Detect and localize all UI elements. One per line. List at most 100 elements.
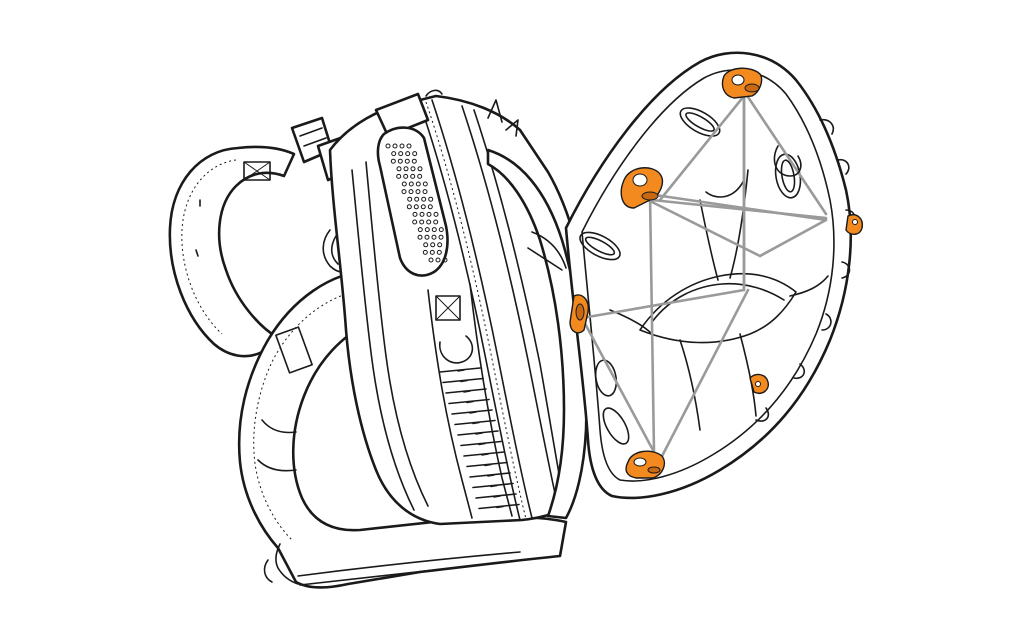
strap-tack-box [243, 161, 271, 181]
perforation-dot [397, 158, 403, 164]
molle-rows [439, 367, 520, 510]
perforation-dot [414, 196, 420, 202]
perforation-dot [417, 227, 423, 233]
molle-tack [475, 432, 483, 435]
perforation-dot [422, 249, 428, 255]
perforation-dot [398, 151, 404, 157]
lid-slot [579, 231, 621, 261]
anchor-bottom [625, 450, 666, 479]
front-shoulder-strap [237, 268, 568, 589]
anchor-left-edge [569, 294, 589, 334]
perforation-dot [420, 204, 426, 210]
molle-tack [481, 453, 489, 456]
perforation-dot [413, 204, 419, 210]
molle-tack-box [435, 295, 461, 321]
anchor-lower-right [749, 373, 769, 394]
perforation-dot [435, 257, 441, 263]
perforation-dot [437, 242, 443, 248]
perforation-dot [412, 151, 418, 157]
perforation-dot [427, 204, 433, 210]
perforation-dot [426, 219, 432, 225]
perforation-dot [404, 158, 410, 164]
perforation-dot [417, 173, 423, 179]
perforation-dot [412, 211, 418, 217]
perforation-dot [392, 143, 398, 149]
perforation-dot [421, 196, 427, 202]
perforation-dot [399, 143, 405, 149]
perforation-dot [411, 158, 417, 164]
perforation-dot [436, 249, 442, 255]
inner-divider [486, 148, 588, 520]
molle-tack [463, 390, 471, 393]
bungee-cords [580, 86, 828, 462]
perforation-dot [410, 166, 416, 172]
perforation-dot [408, 189, 414, 195]
molle-tack [490, 484, 498, 488]
perforation-dot [410, 173, 416, 179]
molle-tack [469, 411, 477, 414]
perforated-back-panel [376, 126, 449, 277]
perforation-dot [424, 227, 430, 233]
molle-webbing [427, 283, 520, 519]
lid-slot [602, 407, 630, 445]
perforation-dot [428, 257, 434, 263]
molle-tack [472, 421, 480, 425]
perforation-dot [430, 242, 436, 248]
perforation-dot [405, 151, 411, 157]
molle-tack [496, 505, 504, 509]
perforation-dot [415, 189, 421, 195]
perforation-dot [422, 181, 428, 187]
molle-tack [460, 379, 468, 383]
perforation-dot [433, 219, 439, 225]
perforation-dot [408, 181, 414, 187]
perforation-dot [433, 211, 439, 217]
perforation-dot [424, 234, 430, 240]
perforation-dot [438, 234, 444, 240]
perforation-dot [385, 143, 391, 149]
perforation-dot [415, 181, 421, 187]
anchor-top [721, 67, 763, 99]
perforation-dot [417, 234, 423, 240]
perforation-dot [431, 234, 437, 240]
perforation-dots [385, 143, 448, 263]
molle-tack [487, 474, 495, 477]
perforation-dot [407, 196, 413, 202]
molle-tack [478, 442, 486, 446]
perforation-dot [396, 173, 402, 179]
grab-handle [374, 92, 430, 138]
perforation-dot [403, 173, 409, 179]
perforation-dot [401, 189, 407, 195]
perforation-dot [412, 219, 418, 225]
molle-tack [484, 463, 492, 467]
lid-slot [679, 107, 721, 137]
anchor-mid-left [620, 167, 664, 209]
perforation-dot [438, 227, 444, 233]
perforation-dot [417, 166, 423, 172]
perforation-dot [406, 143, 412, 149]
molle-tack [493, 495, 501, 498]
perforation-dot [429, 249, 435, 255]
perforation-dot [401, 181, 407, 187]
perforation-dot [403, 166, 409, 172]
perforation-dot [423, 242, 429, 248]
orange-anchors [569, 67, 863, 479]
cord-hook [773, 145, 802, 177]
strap-pocket [275, 326, 313, 374]
perforation-dot [442, 257, 448, 263]
perforation-dot [419, 211, 425, 217]
perforation-dot [426, 211, 432, 217]
perforation-dot [431, 227, 437, 233]
perforation-dot [391, 151, 397, 157]
anchor-right-edge [845, 214, 863, 235]
perforation-dot [396, 166, 402, 172]
rear-shoulder-strap [168, 145, 296, 358]
perforation-dot [419, 219, 425, 225]
perforation-dot [428, 196, 434, 202]
perforation-dot [390, 158, 396, 164]
opened-lid-panel [564, 51, 856, 500]
molle-tack [457, 369, 465, 372]
perforation-dot [422, 189, 428, 195]
perforation-dot [406, 204, 412, 210]
